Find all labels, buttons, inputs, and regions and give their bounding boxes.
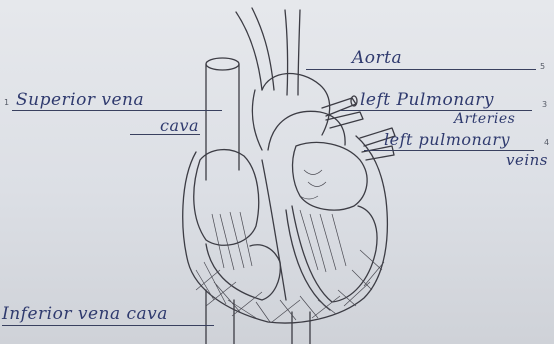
muscle-mesh-bottom (196, 250, 382, 322)
label-inferior-vena-cava: Inferior vena cava (2, 306, 168, 323)
label-left-pulmonary-veins-line2: veins (506, 153, 548, 168)
label-number-5: 5 (540, 62, 545, 71)
aorta-branch-4 (298, 10, 300, 95)
label-number-4: 4 (544, 138, 549, 147)
label-left-pulmonary-arteries-line2: Arteries (454, 112, 515, 126)
leader-line-aorta (306, 69, 536, 70)
chordae-left-4 (332, 214, 346, 266)
ascending-aorta (252, 90, 262, 150)
chordae-left-3 (320, 214, 336, 270)
aorta-branch-3 (285, 10, 288, 95)
leader-line-superior-1 (12, 110, 222, 111)
label-superior-vena-cava-line1: Superior vena (16, 92, 144, 109)
superior-vena-cava-opening (206, 58, 239, 70)
aorta-arch (262, 74, 330, 135)
valve-texture (300, 170, 326, 199)
aorta-branch-1 (236, 12, 262, 90)
label-left-pulmonary-arteries-line1: left Pulmonary (360, 92, 494, 109)
chordae-left-2 (310, 214, 326, 272)
label-aorta: Aorta (352, 50, 402, 67)
label-number-1: 1 (4, 98, 9, 107)
chordae-right-2 (220, 214, 234, 270)
label-number-3: 3 (542, 100, 547, 109)
right-atrium (194, 150, 259, 246)
left-atrium (293, 142, 368, 210)
label-left-pulmonary-veins-line1: left pulmonary (384, 132, 510, 148)
label-superior-vena-cava-line2: cava (160, 118, 199, 134)
chordae-left-1 (300, 210, 318, 270)
aorta-branch-2 (252, 8, 274, 90)
leader-line-superior-2 (130, 134, 200, 135)
leader-line-inferior (2, 325, 214, 326)
septum (262, 160, 286, 300)
